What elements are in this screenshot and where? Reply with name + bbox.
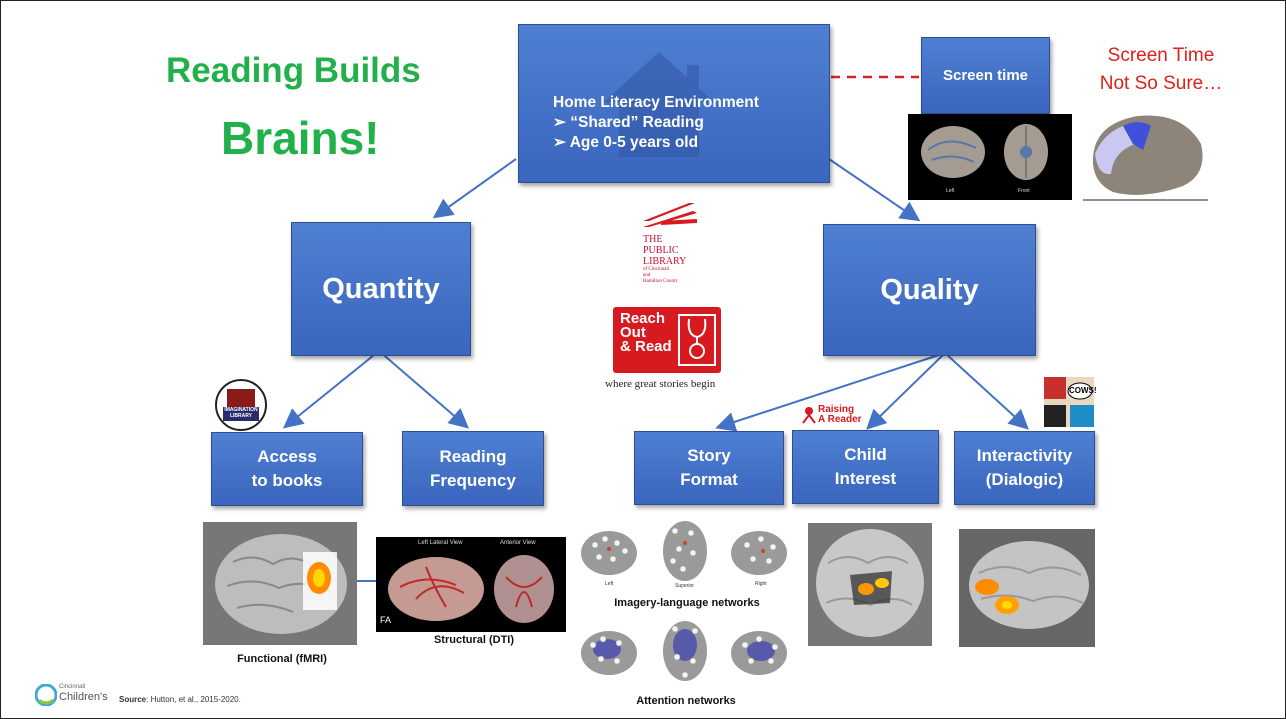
dti-anterior-label: Anterior View	[500, 540, 536, 546]
brain-icon	[215, 534, 347, 634]
reach-line-2: Out	[620, 324, 646, 341]
home-literacy-box: Home Literacy Environment ➢ “Shared” Rea…	[518, 24, 830, 183]
imagery-network-brains: Left Superior Right	[579, 519, 789, 591]
caption-fmri: Functional (fMRI)	[237, 653, 327, 665]
footer-source: Source: Hutton, et al., 2015-2020.	[119, 695, 241, 704]
cows-text: COWS!	[1069, 386, 1097, 395]
interactivity-line-1: Interactivity	[976, 446, 1073, 465]
brain-icon	[581, 621, 787, 681]
arrow-quality-to-child	[866, 352, 946, 430]
reach-out-and-read-logo: Reach Out & Read where great stories beg…	[597, 307, 747, 397]
reach-line-3: & Read	[620, 338, 672, 355]
imagery-left-label: Left	[605, 581, 614, 587]
screen-time-label: Screen time	[942, 67, 1029, 84]
top-box-heading: Home Literacy Environment	[553, 94, 759, 111]
access-to-books-box: Access to books	[211, 432, 363, 506]
cincinnati-childrens-logo: Cincinnati Children's	[35, 682, 113, 710]
attention-network-brains	[579, 617, 789, 689]
imagination-library-logo: IMAGINATION LIBRARY	[215, 379, 267, 431]
library-line-2: PUBLIC	[643, 245, 679, 256]
quantity-label: Quantity	[322, 272, 440, 305]
brain-icon	[921, 124, 1048, 180]
top-box-bullet-1: ➢ “Shared” Reading	[553, 114, 704, 131]
library-line-4: of Cincinnati	[643, 267, 670, 272]
arrow-quality-to-story	[715, 352, 946, 432]
raising-reader-icon	[802, 407, 816, 424]
footer-org-line-1: Cincinnati	[59, 684, 86, 690]
imagination-text: IMAGINATION LIBRARY	[224, 407, 258, 419]
arrow-quality-to-interactivity	[944, 352, 1029, 430]
arrow-quantity-to-frequency	[378, 350, 470, 429]
reach-line-1: Reach	[620, 310, 666, 327]
imagination-library-icon	[215, 379, 267, 431]
access-line-2: to books	[251, 471, 323, 490]
title-line-2: Brains!	[221, 112, 380, 164]
childrens-logo-icon	[35, 684, 57, 706]
inflated-brain-image	[1083, 104, 1208, 202]
dti-fa-label: FA	[380, 615, 392, 625]
dti-left-label: Left Lateral View	[418, 540, 463, 546]
quantity-box: Quantity	[291, 222, 471, 356]
frequency-line-1: Reading	[439, 446, 507, 466]
interactivity-box: Interactivity (Dialogic)	[954, 431, 1095, 505]
stethoscope-icon	[678, 314, 716, 366]
quality-box: Quality	[823, 224, 1036, 356]
raising-line-2: A Reader	[818, 414, 862, 425]
footer-source-text: : Hutton, et al., 2015-2020.	[146, 695, 241, 704]
brain-icon	[581, 521, 787, 581]
arrow-quantity-to-access	[282, 350, 380, 429]
child-interest-brain-image	[808, 523, 932, 646]
brain-icon	[969, 541, 1089, 629]
library-line-1: THE	[643, 234, 663, 245]
access-line-1: Access	[257, 447, 317, 466]
screen-brain-left-label: Left	[946, 188, 955, 194]
brain-icon	[816, 529, 924, 637]
house-icon	[604, 52, 714, 157]
child-line-1: Child	[844, 445, 887, 464]
dti-brain-image: Left Lateral View Anterior View FA	[376, 537, 566, 632]
interactivity-line-2: (Dialogic)	[985, 470, 1064, 489]
screen-note-line-1: Screen Time	[1107, 45, 1215, 66]
raising-line-1: Raising	[818, 404, 855, 415]
reach-tagline: where great stories begin	[605, 378, 716, 390]
footer-org-line-2: Children's	[59, 691, 108, 703]
public-library-logo: THE PUBLIC LIBRARY of Cincinnati and Ham…	[639, 199, 709, 299]
child-line-2: Interest	[834, 469, 897, 488]
interactivity-brain-image	[959, 529, 1095, 647]
title-line-1: Reading Builds	[166, 51, 421, 90]
screen-time-box: Screen time	[921, 37, 1050, 114]
raising-a-reader-logo: Raising A Reader	[801, 405, 881, 427]
imagery-superior-label: Superior	[675, 583, 694, 589]
arrow-top-to-quality	[828, 158, 921, 222]
footer-source-label: Source	[119, 695, 147, 704]
story-line-2: Format	[680, 470, 738, 489]
cows-icon	[1044, 377, 1094, 427]
imagery-right-label: Right	[755, 581, 767, 587]
cows-book-image: COWS!	[1044, 377, 1097, 427]
fmri-brain-image	[203, 522, 357, 645]
library-line-5: and	[643, 273, 651, 278]
screen-brain-front-label: Front	[1018, 188, 1030, 194]
screen-time-brain-image: Left Front	[908, 114, 1072, 200]
caption-dti: Structural (DTI)	[433, 634, 515, 646]
caption-attention: Attention networks	[636, 695, 736, 707]
top-box-bullet-2: ➢ Age 0-5 years old	[553, 134, 699, 151]
brain-icon	[388, 555, 554, 623]
library-line-6: Hamilton County	[643, 279, 678, 284]
brain-icon	[1083, 115, 1208, 201]
caption-imagery: Imagery-language networks	[614, 597, 760, 609]
story-line-1: Story	[687, 446, 731, 465]
screen-note-line-2: Not So Sure…	[1099, 73, 1223, 94]
frequency-line-2: Frequency	[430, 470, 516, 490]
library-line-3: LIBRARY	[643, 256, 687, 267]
library-logo-icon	[643, 203, 697, 227]
arrow-top-to-quantity	[432, 158, 517, 219]
quality-label: Quality	[880, 273, 979, 306]
